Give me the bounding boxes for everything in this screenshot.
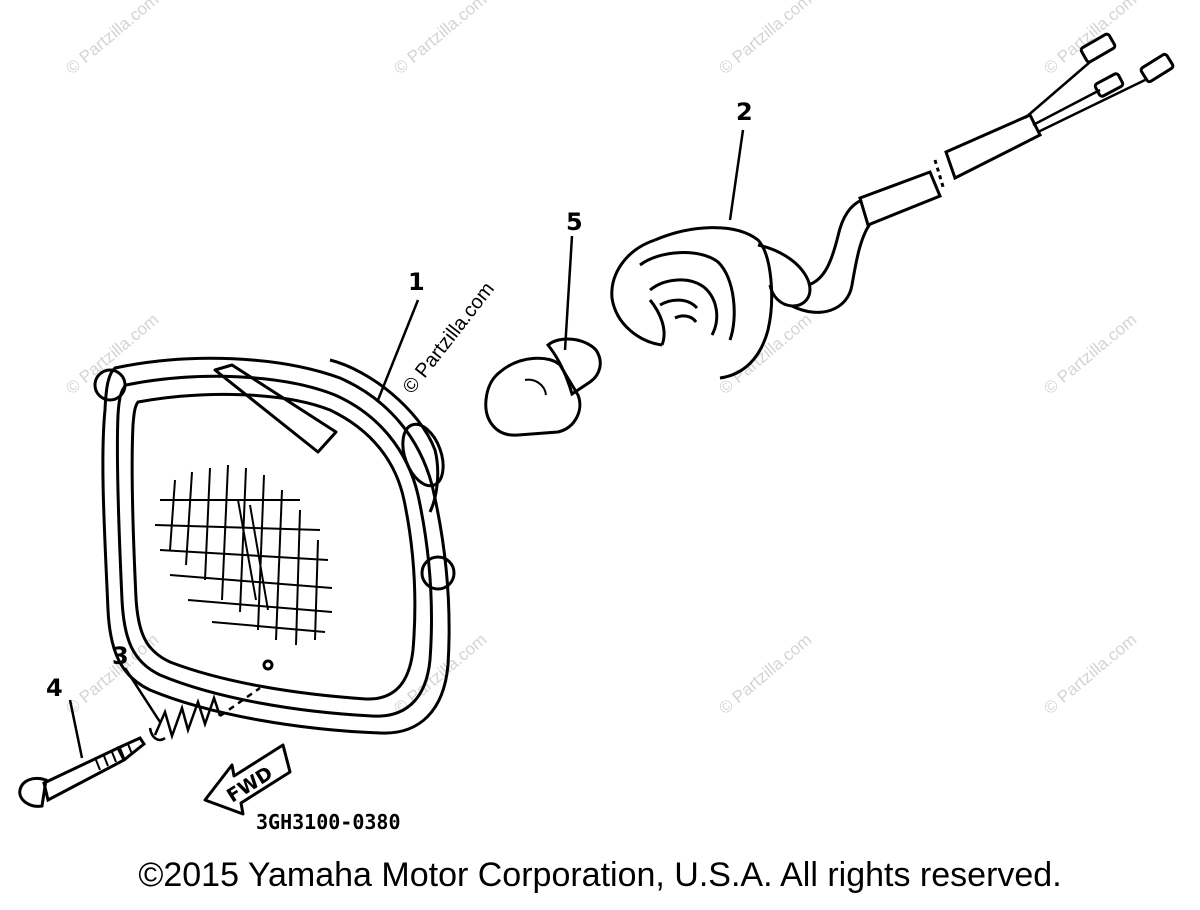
watermark-dark: © Partzilla.com bbox=[399, 278, 499, 398]
callout-1: 1 bbox=[408, 268, 425, 296]
leader-lines bbox=[68, 129, 745, 759]
watermark: © Partzilla.com bbox=[715, 0, 815, 78]
screw bbox=[18, 736, 147, 808]
callout-3: 3 bbox=[112, 642, 129, 670]
callout-5: 5 bbox=[566, 208, 583, 236]
copyright-notice: ©2015 Yamaha Motor Corporation, U.S.A. A… bbox=[138, 856, 1062, 894]
spring bbox=[148, 686, 261, 742]
callout-2: 2 bbox=[736, 98, 753, 126]
watermark: © Partzilla.com bbox=[1040, 0, 1140, 78]
watermark: © Partzilla.com bbox=[715, 630, 815, 718]
watermark: © Partzilla.com bbox=[390, 0, 490, 78]
part-code: 3GH3100-0380 bbox=[256, 810, 401, 834]
bulb bbox=[484, 337, 602, 437]
watermark: © Partzilla.com bbox=[390, 630, 490, 718]
watermark: © Partzilla.com bbox=[62, 0, 162, 78]
watermark: © Partzilla.com bbox=[715, 310, 815, 398]
callout-4: 4 bbox=[46, 674, 63, 702]
bulb-socket bbox=[610, 32, 1175, 380]
forward-arrow-icon: FWD bbox=[203, 743, 292, 816]
headlight-unit bbox=[93, 356, 456, 735]
watermark: © Partzilla.com bbox=[1040, 630, 1140, 718]
watermark: © Partzilla.com bbox=[62, 310, 162, 398]
watermark: © Partzilla.com bbox=[1040, 310, 1140, 398]
